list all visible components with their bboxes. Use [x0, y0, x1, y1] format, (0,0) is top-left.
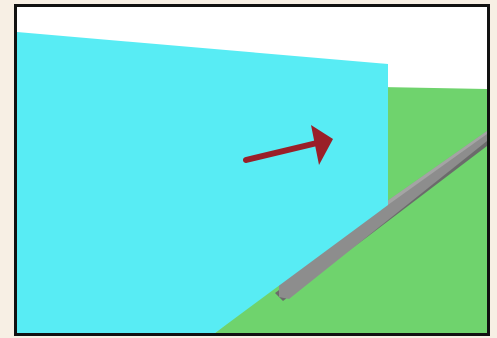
gray-rail	[279, 131, 487, 299]
green-ground	[215, 87, 487, 333]
red-arrow	[243, 125, 333, 165]
image-frame	[14, 4, 490, 336]
cyan-wall	[17, 32, 388, 333]
3d-scene	[17, 7, 487, 333]
